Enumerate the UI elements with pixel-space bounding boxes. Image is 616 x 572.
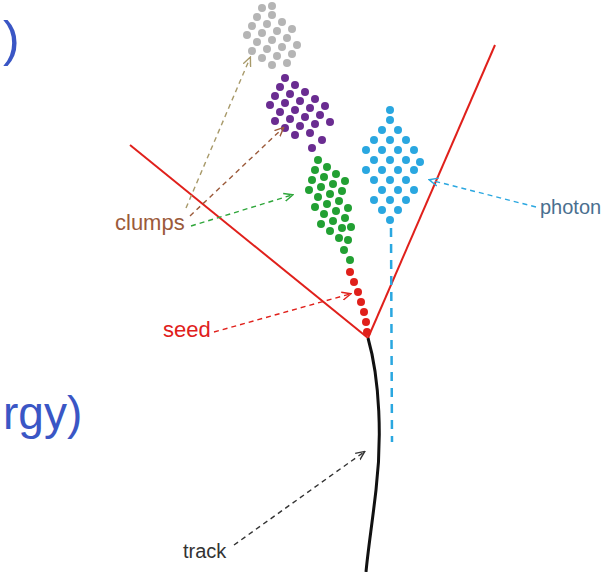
seed-hits: [346, 268, 371, 336]
clumps-label: clumps: [115, 210, 185, 235]
purple-clump: [266, 74, 334, 152]
slide-fragment: ): [3, 11, 20, 67]
label-holder: rgy): [3, 388, 82, 439]
label-holder: clumps: [115, 211, 185, 235]
label-holder: seed: [163, 318, 211, 342]
label-holder: track: [183, 540, 226, 562]
track-label: track: [183, 540, 226, 562]
cone-lines: [130, 45, 495, 338]
label-holder: photon: [540, 196, 601, 218]
leader-arrows: [186, 58, 536, 545]
seed-label: seed: [163, 317, 211, 342]
photon-label: photon: [540, 196, 601, 218]
label-holder: ): [3, 12, 20, 67]
photon-cluster: [362, 106, 424, 224]
grey-clump: [243, 2, 301, 69]
photon-path: [391, 228, 392, 442]
green-clump: [305, 156, 355, 264]
slide-fragment: rgy): [3, 387, 82, 439]
track-curve: [366, 338, 379, 572]
